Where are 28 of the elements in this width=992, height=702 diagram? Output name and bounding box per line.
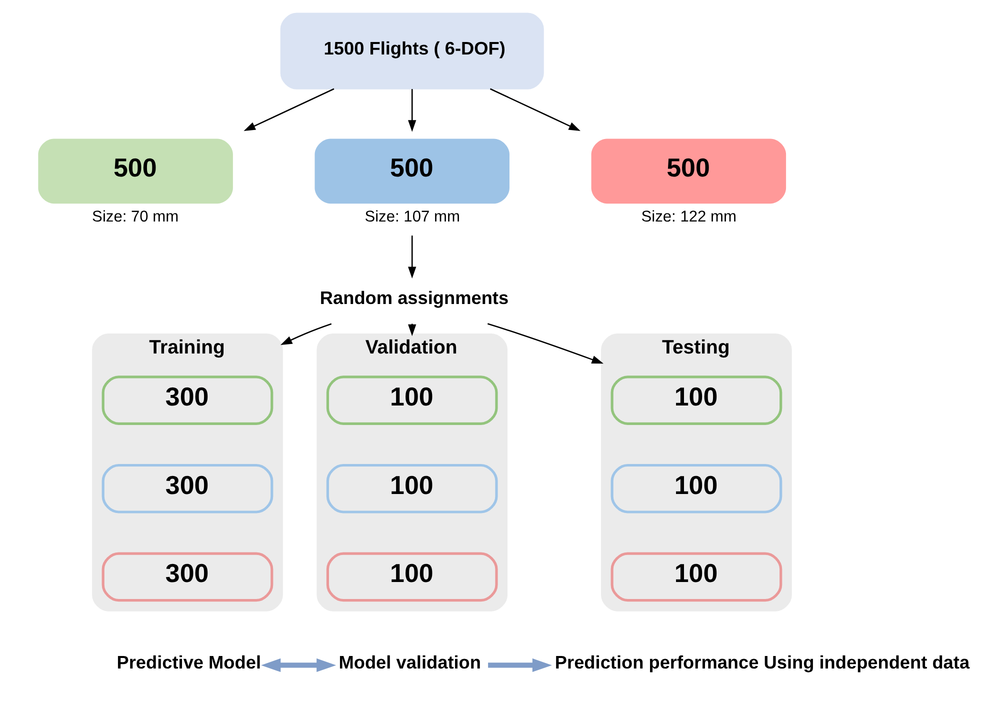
node-box: 500 xyxy=(38,138,232,204)
node-box: 100 xyxy=(610,376,782,425)
node-label: Size: 107 mm xyxy=(364,208,460,226)
arrow xyxy=(243,88,334,132)
arrow xyxy=(408,89,416,132)
node-box: 300 xyxy=(101,464,273,514)
node-box: 100 xyxy=(610,464,782,514)
node-label: Size: 122 mm xyxy=(640,208,736,226)
arrow xyxy=(260,658,336,672)
node-box: 500 xyxy=(590,138,786,204)
node-box: 100 xyxy=(326,376,498,425)
node-box: 300 xyxy=(101,552,273,602)
arrow xyxy=(486,323,604,364)
node-box: 100 xyxy=(326,464,498,514)
node-box: 100 xyxy=(326,552,498,602)
arrow xyxy=(408,236,416,278)
node-text: Predictive Model xyxy=(116,652,261,673)
node-text: Random assignments xyxy=(319,288,508,308)
node-text: Model validation xyxy=(338,652,480,673)
node-text: Prediction performance Using independent data xyxy=(554,652,970,673)
node-box: 100 xyxy=(610,552,782,602)
arrow xyxy=(280,323,332,346)
node-box: 500 xyxy=(314,138,509,204)
arrow xyxy=(488,658,552,672)
node-box: 1500 Flights ( 6-DOF) xyxy=(280,12,544,90)
node-label: Size: 70 mm xyxy=(92,208,178,226)
node-box: 300 xyxy=(101,376,273,425)
arrow xyxy=(489,88,580,132)
